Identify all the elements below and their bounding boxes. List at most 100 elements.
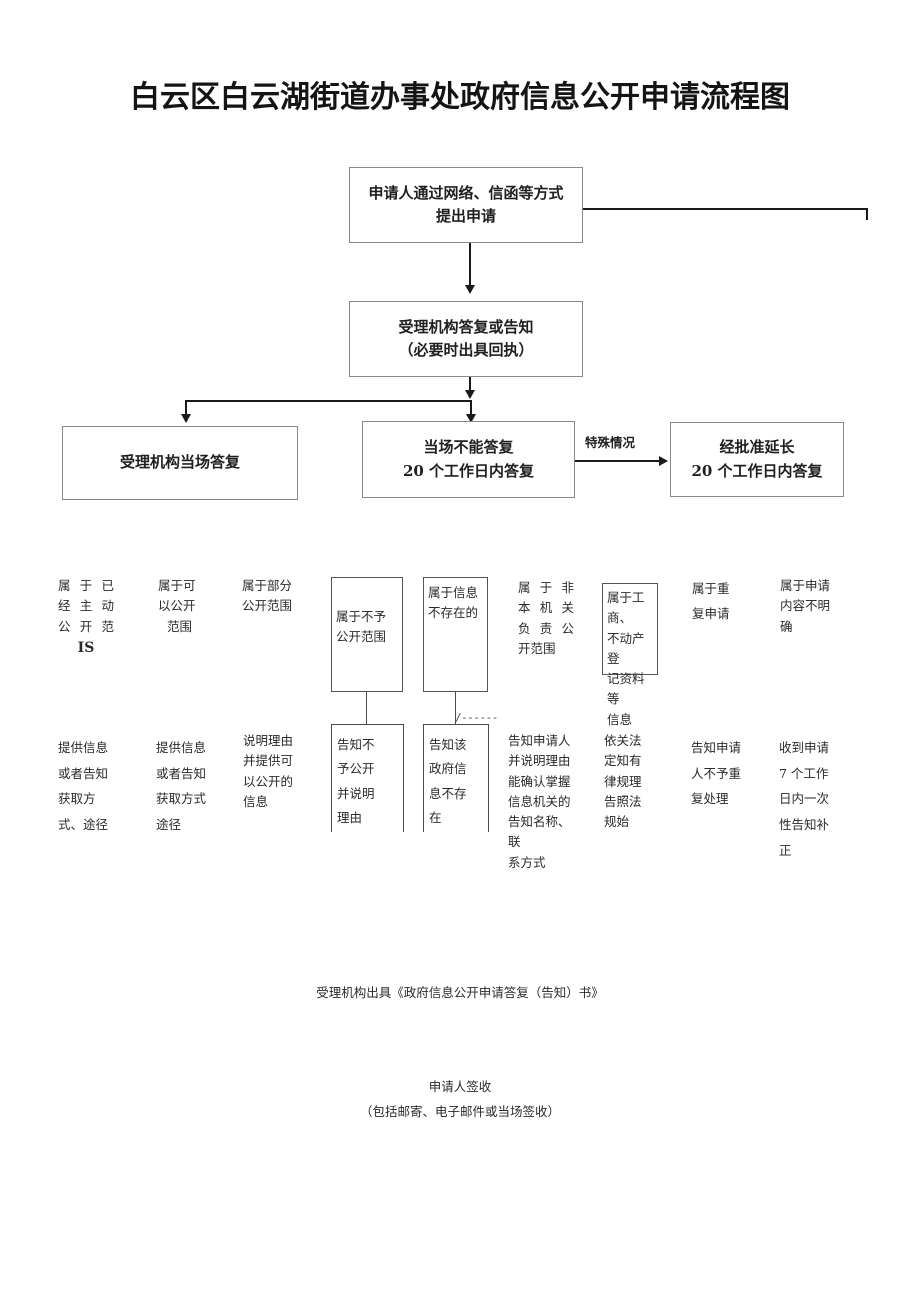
action-cell-5-line-4: 在 — [429, 810, 442, 826]
connector-step1-right-tick — [866, 208, 868, 220]
category-cell-1: 属于已 经主动 公开范 IS — [58, 576, 114, 659]
action-cell-5-left-wall — [423, 724, 424, 832]
category-cell-8: 属于重 复申请 — [692, 576, 748, 626]
action-cell-1-line-3: 获取方 — [58, 791, 96, 807]
edge-label-special-case: 特殊情况 — [585, 435, 636, 450]
action-cell-9-line-4: 性告知补 — [779, 816, 830, 832]
arrow-step2-down — [465, 390, 475, 399]
action-cell-8: 告知申请 人不予重 复处理 — [691, 735, 751, 812]
flow-box-step3-mid-line-2: 20 个工作日内答复 — [402, 461, 535, 480]
action-cell-7-line-3: 律规理 — [604, 773, 642, 789]
category-cell-3-line-1: 属于部分 — [242, 578, 293, 593]
action-cell-3-line-1: 说明理由 — [243, 733, 294, 748]
action-cell-4-left-wall — [331, 724, 332, 832]
action-cell-3-line-2: 并提供可 — [243, 753, 294, 769]
category-cell-7-line-1: 属于工商、 — [607, 590, 645, 626]
action-cell-1-line-4: 式、途径 — [58, 816, 109, 832]
flow-box-step2-line-2: （必要时出具回执） — [398, 341, 534, 359]
page-title: 白云区白云湖街道办事处政府信息公开申请流程图 — [130, 80, 790, 115]
category-cell-7-line-2: 不动产登 — [607, 630, 645, 666]
category-cell-4-line-2: 公开范围 — [336, 629, 387, 645]
action-cell-6-line-2: 并说明理由 — [508, 753, 571, 769]
category-cell-5-line-2: 不存在的 — [428, 605, 479, 621]
action-cell-7-line-2: 定知有 — [604, 753, 642, 769]
action-cell-6-line-3: 能确认掌握 — [508, 773, 571, 789]
connector-step2-down — [469, 377, 471, 395]
category-cell-2: 属于可 以公开 范围 — [158, 576, 214, 637]
category-cell-8-line-1: 属于重 — [692, 581, 730, 596]
action-cell-2-line-2: 或者告知 — [156, 765, 207, 781]
flow-box-step3-right-line-1: 经批准延长 — [719, 438, 795, 457]
connector-split-bus — [185, 400, 471, 402]
action-cell-7-line-4: 告照法 — [604, 793, 642, 809]
category-cell-6-line-2: 本机关 — [518, 600, 574, 616]
action-cell-9-line-2: 7 个工作 — [779, 765, 829, 781]
action-cell-6-line-5: 告知名称、联 — [508, 814, 571, 850]
arrow-step1-to-step2 — [465, 285, 475, 294]
action-cell-9-line-5: 正 — [779, 842, 792, 858]
flow-box-step3-left-line-1: 受理机构当场答复 — [119, 453, 240, 472]
dashed-artifact: /------ — [455, 711, 498, 724]
category-cell-6-line-1: 属于非 — [518, 580, 574, 595]
action-cell-9-line-3: 日内一次 — [779, 791, 830, 807]
category-cell-5: 属于信息 不存在的 — [423, 577, 488, 692]
action-cell-7-line-5: 规始 — [604, 814, 630, 829]
connector-cat4-to-act4 — [366, 692, 367, 724]
category-cell-6-line-4: 开范围 — [518, 640, 556, 656]
category-cell-2-line-3: 范围 — [167, 618, 193, 634]
action-cell-4-right-wall — [403, 724, 404, 832]
category-cell-4-line-1: 属于不予 — [336, 609, 387, 624]
action-cell-3-line-4: 信息 — [243, 793, 269, 809]
footer-issue-line: 受理机构出具《政府信息公开申请答复（告知）书》 — [316, 985, 604, 1000]
category-cell-2-line-1: 属于可 — [158, 578, 196, 593]
action-cell-1-line-1: 提供信息 — [58, 740, 109, 755]
category-cell-9-line-2: 内容不明 — [780, 598, 831, 614]
action-cell-2-line-1: 提供信息 — [156, 740, 207, 755]
action-cell-5-line-3: 息不存 — [429, 785, 467, 801]
flow-box-step3-mid: 当场不能答复 20 个工作日内答复 — [362, 421, 575, 498]
action-cell-6-line-1: 告知申请人 — [508, 733, 571, 748]
action-cell-4-top-rule — [331, 724, 403, 725]
category-cell-1-line-1: 属于已 — [58, 578, 114, 593]
connector-cat5-to-act5 — [455, 692, 456, 724]
flow-box-step3-right-line-2: 20 个工作日内答复 — [691, 461, 823, 480]
category-cell-8-line-2: 复申请 — [692, 606, 730, 621]
category-cell-4: 属于不予 公开范围 — [331, 577, 403, 692]
connector-step3-mid-to-right — [575, 460, 660, 462]
category-cell-3-line-2: 公开范围 — [242, 598, 293, 614]
action-cell-7-line-1: 依关法 — [604, 733, 642, 748]
category-cell-1-line-3: 公开范 — [58, 618, 114, 634]
action-cell-5-top-rule — [423, 724, 488, 725]
action-cell-6-line-4: 信息机关的 — [508, 793, 571, 809]
action-cell-4-line-2: 予公开 — [337, 761, 375, 777]
action-cell-2-line-4: 途径 — [156, 816, 182, 832]
arrow-split-right — [466, 414, 476, 423]
action-cell-8-line-3: 复处理 — [691, 791, 729, 807]
action-cell-7: 依关法 定知有 律规理 告照法 规始 — [604, 731, 652, 832]
connector-split-left-drop — [185, 400, 187, 418]
footer-sign-line: 申请人签收 — [428, 1079, 492, 1094]
flow-box-step3-right: 经批准延长 20 个工作日内答复 — [670, 422, 844, 497]
action-cell-4-line-1: 告知不 — [337, 737, 375, 752]
action-cell-2: 提供信息 或者告知 获取方式 途径 — [156, 735, 216, 838]
category-cell-9-line-1: 属于申请 — [780, 578, 831, 593]
action-cell-8-line-2: 人不予重 — [691, 765, 742, 781]
category-cell-5-line-1: 属于信息 — [428, 585, 479, 600]
category-cell-6-line-3: 负责公 — [518, 620, 574, 636]
action-cell-4-line-3: 并说明 — [337, 785, 375, 801]
action-cell-2-line-3: 获取方式 — [156, 791, 207, 807]
category-cell-9-line-3: 确 — [780, 618, 793, 634]
category-cell-6: 属于非 本机关 负责公 开范围 — [518, 578, 574, 659]
action-cell-5-right-wall — [488, 724, 489, 832]
flow-box-step3-left: 受理机构当场答复 — [62, 426, 298, 500]
connector-step1-to-step2 — [469, 243, 471, 287]
category-cell-2-line-2: 以公开 — [158, 598, 196, 614]
action-cell-3: 说明理由 并提供可 以公开的 信息 — [243, 731, 303, 812]
category-cell-9: 属于申请 内容不明 确 — [780, 576, 838, 637]
footer-sign-note: （包括邮寄、电子邮件或当场签收） — [359, 1104, 560, 1119]
action-cell-8-line-1: 告知申请 — [691, 740, 742, 755]
flow-box-step1: 申请人通过网络、信函等方式 提出申请 — [349, 167, 583, 243]
category-cell-7-line-4: 信息 — [607, 711, 633, 727]
arrow-split-left — [181, 414, 191, 423]
